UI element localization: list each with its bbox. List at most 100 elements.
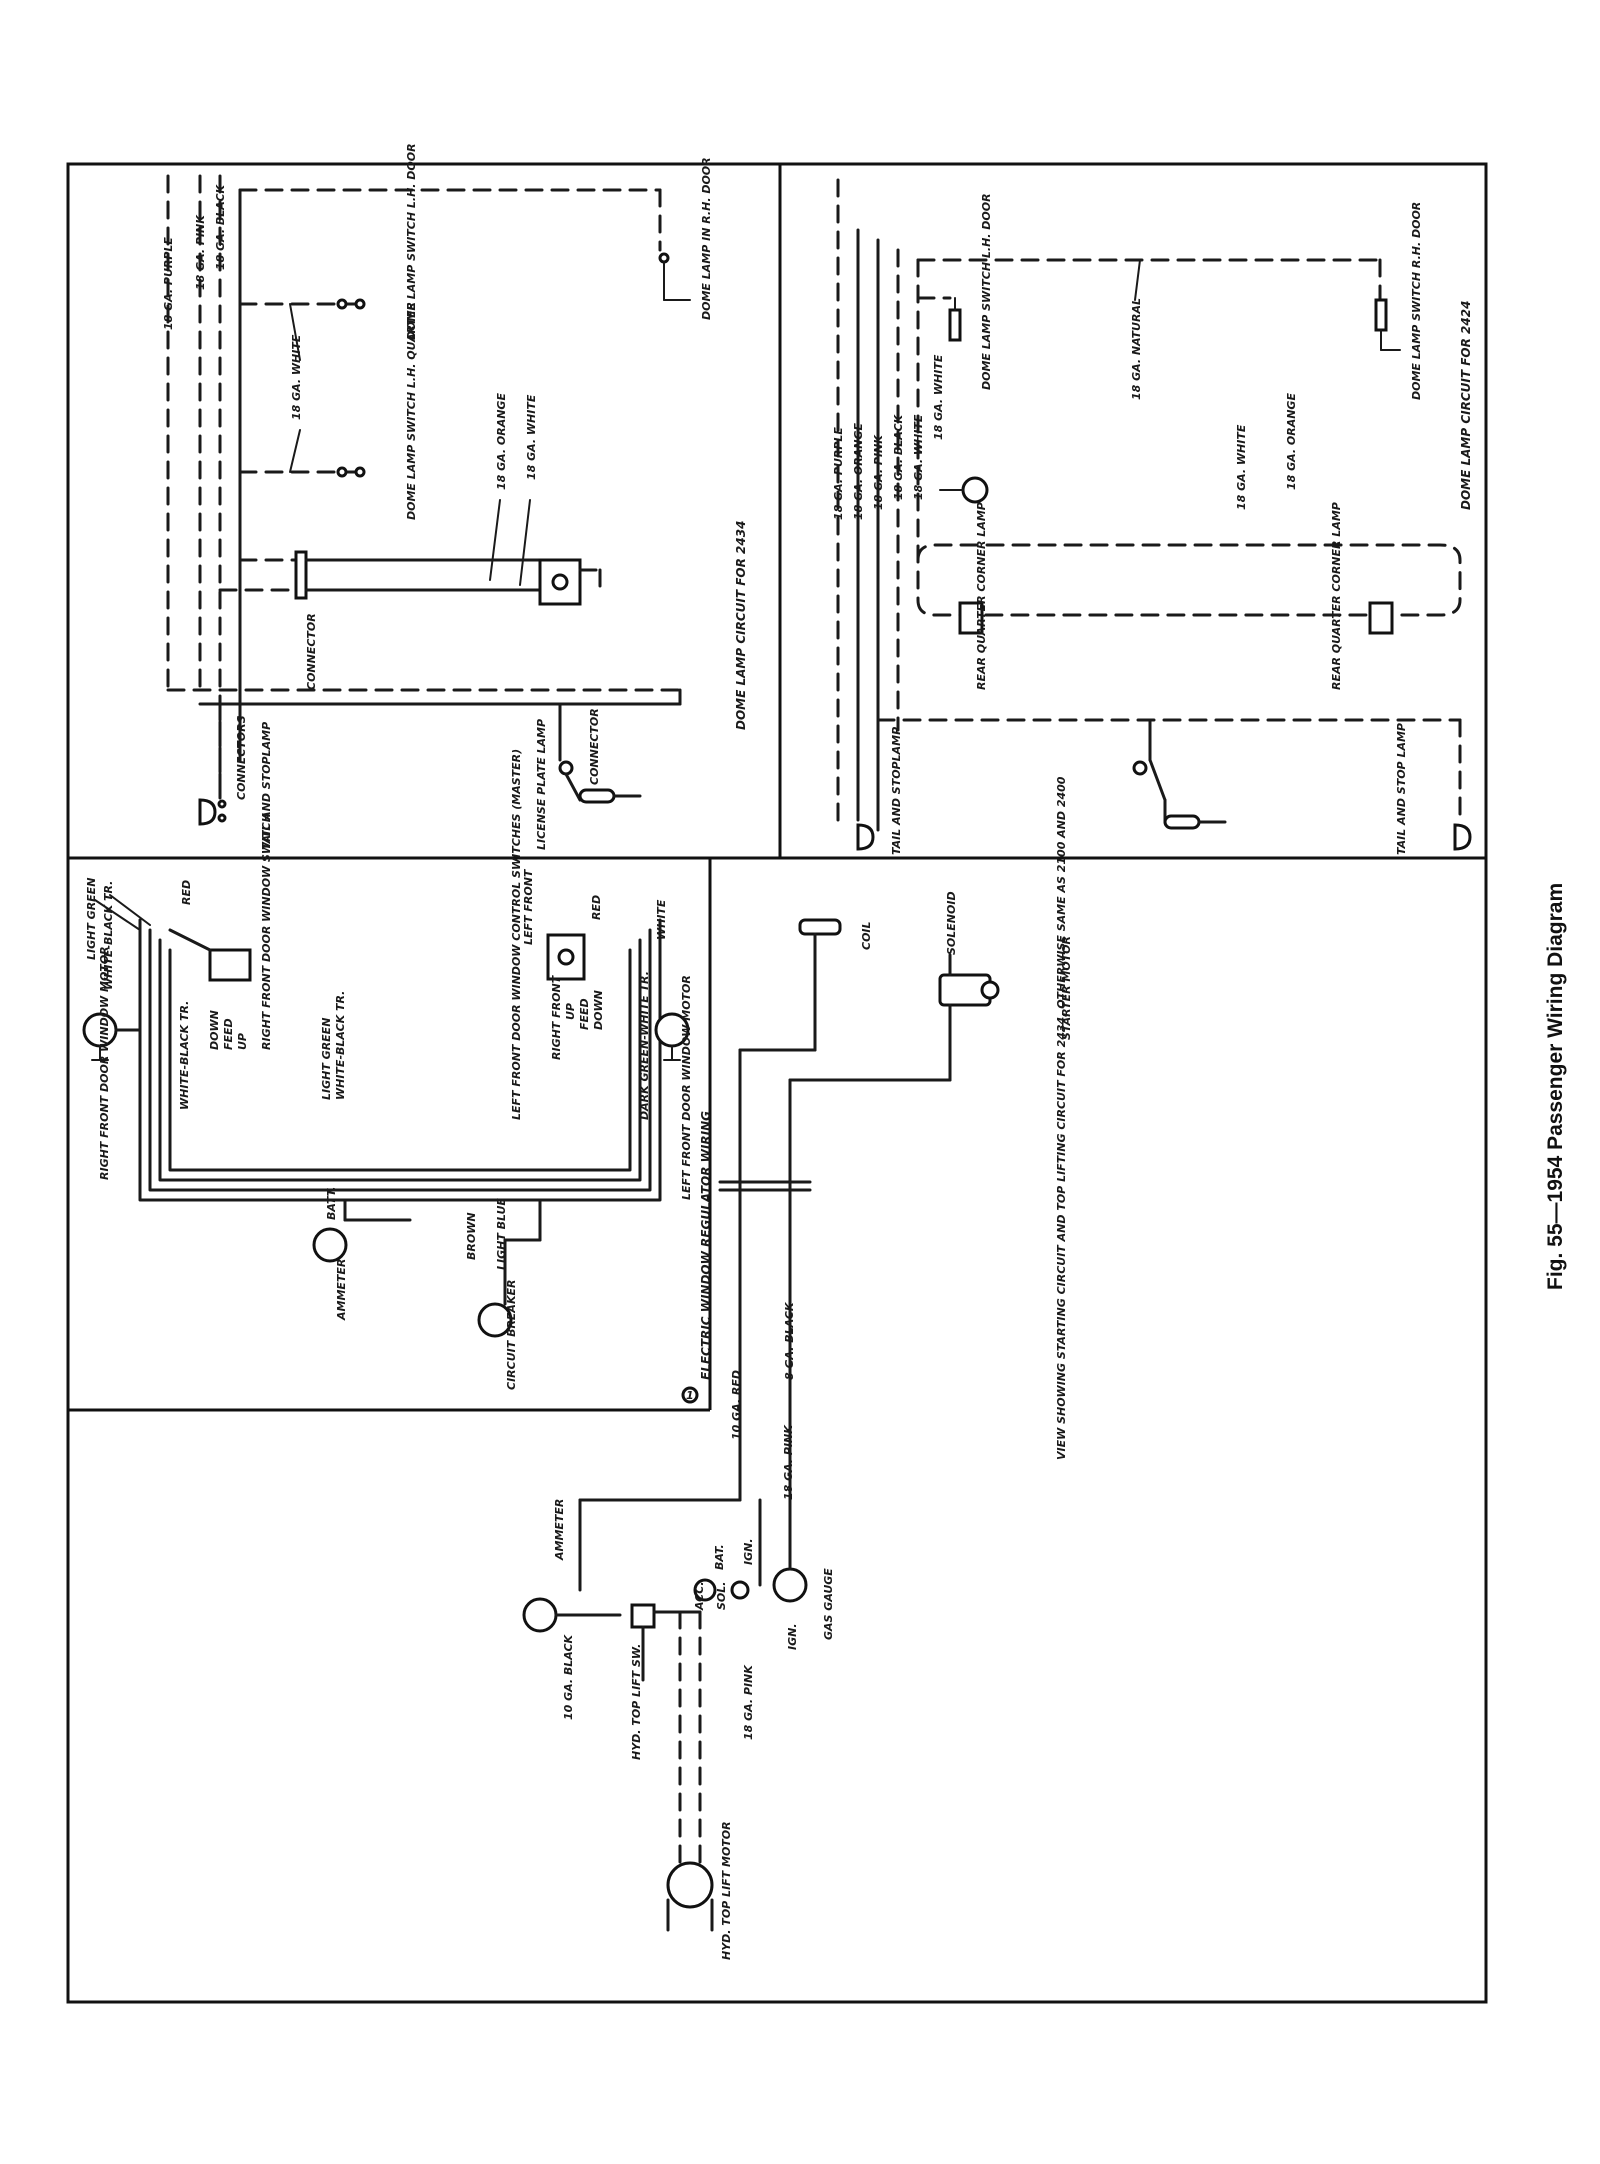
wire-white-black-tr-b: WHITE-BLACK TR.: [178, 1001, 191, 1110]
ign-label-b: IGN.: [786, 1623, 799, 1650]
wire-10ga-red: 10 GA. RED: [730, 1370, 743, 1440]
dome-lamp-circuit-2424: [836, 178, 1472, 851]
rf-window-switch-icon: [208, 948, 252, 982]
wire-light-green: LIGHT GREEN: [85, 878, 98, 960]
window-ammeter-icon: [312, 1227, 348, 1263]
wire-light-green-b: LIGHT GREEN: [320, 1018, 333, 1100]
wire-red-b: RED: [590, 895, 603, 920]
circuit-breaker-icon: [477, 1302, 513, 1338]
wire-label-black: 18 GA. BLACK: [214, 183, 227, 270]
tail-stoplamp-left-label: TAIL AND STOPLAMP: [890, 727, 903, 855]
wire-label-black-4: 18 GA. BLACK: [892, 413, 905, 500]
wire-label-white-4c: 18 GA. WHITE: [1235, 424, 1248, 510]
wire-white-black-tr-c: WHITE-BLACK TR.: [334, 991, 347, 1100]
circuit-breaker-label: CIRCUIT BREAKER: [505, 1280, 518, 1390]
tail-stoplamp-right-label: TAIL AND STOP LAMP: [1395, 723, 1408, 855]
wire-red: RED: [180, 880, 193, 905]
batt-label: BATT.: [325, 1187, 338, 1220]
dash-ammeter-icon: [522, 1597, 558, 1633]
rf-switch-up: UP: [236, 1033, 249, 1050]
wire-label-orange: 18 GA. ORANGE: [495, 393, 508, 490]
license-plate-lamp-label: LICENSE PLATE LAMP: [535, 719, 548, 850]
dome-lamp-2424-labels: 18 GA. PURPLE 18 GA. ORANGE 18 GA. PINK …: [832, 193, 1473, 855]
switch-lh-door-4-label: DOME LAMP SWITCH L.H. DOOR: [980, 193, 993, 390]
switch-rh-door-icon: [1374, 298, 1388, 332]
rf-switch-feed: FEED: [222, 1018, 235, 1050]
wire-dark-green-white-tr: DARK GREEN-WHITE TR.: [638, 971, 651, 1120]
sol-label: SOL.: [715, 1582, 728, 1610]
dome-lamp-2434-title: DOME LAMP CIRCUIT FOR 2434: [734, 521, 748, 730]
master-lf-label: LEFT FRONT: [522, 868, 535, 945]
wire-label-orange-4b: 18 GA. ORANGE: [1285, 393, 1298, 490]
gas-gauge-icon: [772, 1567, 808, 1603]
tail-stoplamp-right-icon: [1453, 823, 1472, 851]
bat-label: BAT.: [713, 1544, 726, 1570]
master-down-label: DOWN: [592, 990, 605, 1030]
rf-window-switch-label: RIGHT FRONT DOOR WINDOW SWITCH: [260, 813, 273, 1050]
window-regulator-labels: RIGHT FRONT DOOR WINDOW MOTOR LEFT FRONT…: [85, 749, 713, 1390]
starter-motor-label: STARTER MOTOR: [1060, 936, 1073, 1040]
acc-label: ACC.: [693, 1582, 706, 1612]
wire-10ga-black: 10 GA. BLACK: [562, 1633, 575, 1720]
license-connector-label: CONNECTOR: [588, 708, 601, 785]
wire-label-pink-4: 18 GA. PINK: [872, 434, 885, 510]
note-badge: 1: [686, 1389, 694, 1402]
starting-circuit: [522, 918, 1000, 1932]
top-lift-switch-label: HYD. TOP LIFT SW.: [630, 1644, 643, 1760]
wire-white-black-tr: WHITE-BLACK TR.: [102, 881, 115, 990]
starting-circuit-note: VIEW SHOWING STARTING CIRCUIT AND TOP LI…: [1055, 776, 1068, 1460]
ign-label: IGN.: [742, 1538, 755, 1565]
rear-quarter-lamp-left-label: REAR QUARTER CORNER LAMP: [975, 502, 988, 690]
wire-label-white-4b: 18 GA. WHITE: [932, 354, 945, 440]
license-plate-lamp-icon: [558, 760, 574, 776]
switch-lh-door-icon: [336, 298, 348, 310]
figure-caption: Fig. 55—1954 Passenger Wiring Diagram: [1544, 883, 1567, 1290]
wire-brown: BROWN: [465, 1212, 478, 1260]
wire-light-blue: LIGHT BLUE: [495, 1198, 508, 1270]
tail-stoplamp-label: TAIL AND STOPLAMP: [260, 722, 273, 850]
switch-lh-door-4-icon: [948, 308, 962, 342]
master-up-label: UP: [564, 1003, 577, 1020]
ignition-switch-icon: [693, 1578, 717, 1602]
wire-label-orange-4: 18 GA. ORANGE: [852, 423, 865, 520]
wire-label-white-b: 18 GA. WHITE: [525, 394, 538, 480]
connectors-label: CONNECTORS: [235, 715, 248, 800]
window-regulator-title: ELECTRIC WINDOW REGULATOR WIRING: [699, 1111, 713, 1380]
quarter-lamp-icon: [538, 558, 582, 606]
gas-gauge-label: GAS GAUGE: [822, 1568, 835, 1640]
tail-stoplamp-icon: [198, 798, 217, 826]
wire-white: WHITE: [655, 899, 668, 940]
master-switch-label: LEFT FRONT DOOR WINDOW CONTROL SWITCHES …: [510, 749, 523, 1120]
rf-window-motor-label: RIGHT FRONT DOOR WINDOW MOTOR: [98, 946, 111, 1180]
master-window-switch-icon: [546, 933, 586, 981]
wire-label-white-4a: 18 GA. WHITE: [912, 414, 925, 500]
switch-lh-quarter-icon: [336, 466, 348, 478]
dome-lamp-rh-door-label: DOME LAMP IN R.H. DOOR: [700, 157, 713, 320]
coil-label: COIL: [860, 921, 873, 950]
panel-frames: [66, 162, 1488, 2004]
wire-label-natural: 18 GA. NATURAL: [1130, 298, 1143, 400]
rear-quarter-lamp-left-icon: [958, 601, 984, 635]
lf-window-motor-label: LEFT FRONT DOOR WINDOW MOTOR: [680, 975, 693, 1200]
rear-quarter-lamp-right-label: REAR QUARTER CORNER LAMP: [1330, 502, 1343, 690]
starting-circuit-labels: COIL SOLENOID STARTER MOTOR 10 GA. RED 8…: [553, 776, 1073, 1960]
dome-lamp-2434-labels: 18 GA. PURPLE 18 GA. PINK 18 GA. BLACK 1…: [162, 143, 748, 850]
top-lift-motor-label: HYD. TOP LIFT MOTOR: [720, 1821, 733, 1960]
connector-label: CONNECTOR: [305, 613, 318, 690]
window-regulator-wiring: 1: [82, 894, 699, 1404]
wire-8ga-black: 8 GA. BLACK: [783, 1301, 796, 1380]
license-lamp-4-icon: [1132, 760, 1148, 776]
rf-switch-down: DOWN: [208, 1010, 221, 1050]
wire-18ga-pink-b: 18 GA. PINK: [742, 1664, 755, 1740]
master-rf-label: RIGHT FRONT: [550, 974, 563, 1060]
wire-18ga-pink: 18 GA. PINK: [782, 1424, 795, 1500]
dome-lamp-2424-title: DOME LAMP CIRCUIT FOR 2424: [1459, 301, 1473, 510]
coil-icon: [798, 918, 842, 936]
top-lift-switch-icon: [630, 1603, 656, 1629]
connector-icon: [294, 550, 308, 600]
wire-label-purple: 18 GA. PURPLE: [162, 237, 175, 330]
top-lift-motor-icon: [666, 1861, 714, 1909]
master-feed-label: FEED: [578, 998, 591, 1030]
wire-label-purple-4: 18 GA. PURPLE: [832, 427, 845, 520]
